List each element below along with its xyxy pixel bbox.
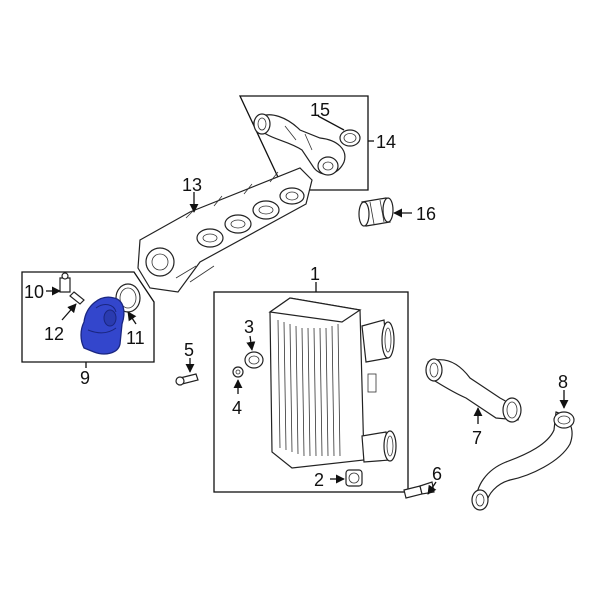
callout-4: 4 [232, 398, 242, 418]
leader-6 [427, 481, 437, 495]
callout-6: 6 [432, 464, 442, 484]
leader-12 [61, 303, 77, 321]
hose-part-8[interactable] [471, 411, 575, 511]
hose-part-7[interactable] [425, 358, 522, 423]
cover-group-box [21, 271, 155, 363]
callout-1: 1 [310, 264, 320, 284]
callout-16: 16 [416, 204, 436, 224]
callout-11: 11 [126, 328, 145, 348]
air-pipe-part[interactable] [253, 113, 346, 176]
sleeve-part-16[interactable] [358, 197, 394, 227]
throttle-cover-part-9[interactable] [80, 296, 125, 355]
sensor-part-10[interactable] [59, 272, 71, 293]
bolt-part-12[interactable] [69, 291, 85, 305]
callout-8: 8 [558, 372, 568, 392]
callout-5: 5 [184, 340, 194, 360]
intake-manifold-part-13[interactable] [137, 167, 313, 293]
grommet-part-2[interactable] [345, 469, 363, 487]
callout-15: 15 [310, 100, 330, 120]
callout-7: 7 [472, 428, 482, 448]
seal-part-3[interactable] [244, 351, 264, 369]
bolt-part-5[interactable] [175, 373, 199, 386]
intercooler-group-box [213, 291, 409, 493]
callout-10: 10 [24, 282, 44, 302]
bolt-part-4[interactable] [232, 366, 244, 378]
callout-12: 12 [44, 324, 64, 344]
pipe-group-box [238, 95, 369, 191]
leader-11 [127, 311, 137, 325]
callout-13: 13 [182, 175, 202, 195]
callout-14: 14 [376, 132, 396, 152]
intercooler-part-1[interactable] [268, 297, 397, 469]
callout-2: 2 [314, 470, 324, 490]
o-ring-15[interactable] [339, 129, 361, 147]
leader-3 [246, 335, 256, 351]
leader-15 [317, 115, 345, 131]
callout-3: 3 [244, 317, 254, 337]
callout-9: 9 [80, 368, 90, 388]
